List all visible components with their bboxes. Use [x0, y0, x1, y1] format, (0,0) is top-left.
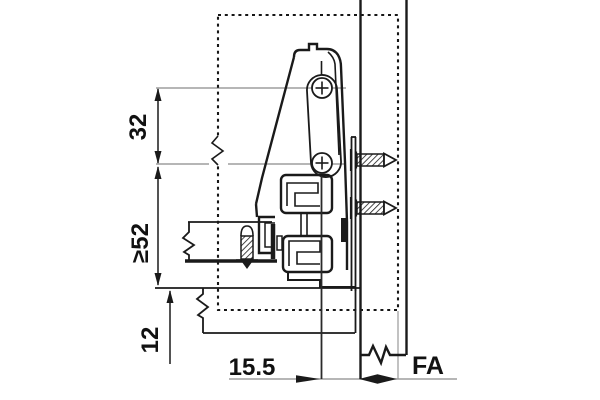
dimension-label-fa: FA — [412, 352, 444, 380]
drawer-box-outline — [209, 13, 400, 312]
mounting-screw-lower — [349, 197, 398, 219]
front-fixing-bracket — [254, 42, 349, 270]
break-mark-bottom-panel — [195, 288, 210, 333]
dimension-label-min-52: ≥52 — [127, 223, 154, 263]
fa-double-arrow — [359, 374, 397, 384]
break-mask — [209, 137, 228, 166]
dimension-label-32: 32 — [125, 114, 152, 141]
dimension-fa: FA — [359, 352, 444, 384]
break-mark-side-panel — [181, 222, 196, 261]
adjustment-screws — [311, 61, 333, 174]
side-panel-screw — [236, 225, 258, 269]
dimension-32: 32 — [125, 88, 162, 164]
rail-hook — [341, 218, 348, 242]
mounting-screw-upper — [349, 149, 398, 171]
dimension-min-52: ≥52 — [127, 166, 162, 286]
side-clamp — [257, 215, 275, 255]
break-mark-front-panel — [360, 343, 406, 367]
break-mark-outline — [210, 135, 225, 166]
dimension-label-12: 12 — [137, 327, 164, 354]
drawer-side-panel — [181, 221, 283, 263]
dimension-label-15-5: 15.5 — [229, 354, 276, 381]
drawer-front-panel — [359, 0, 408, 379]
dimension-12: 12 — [137, 290, 174, 364]
dimension-15-5: 15.5 — [229, 354, 320, 383]
drawer-bottom-panel — [155, 287, 360, 334]
